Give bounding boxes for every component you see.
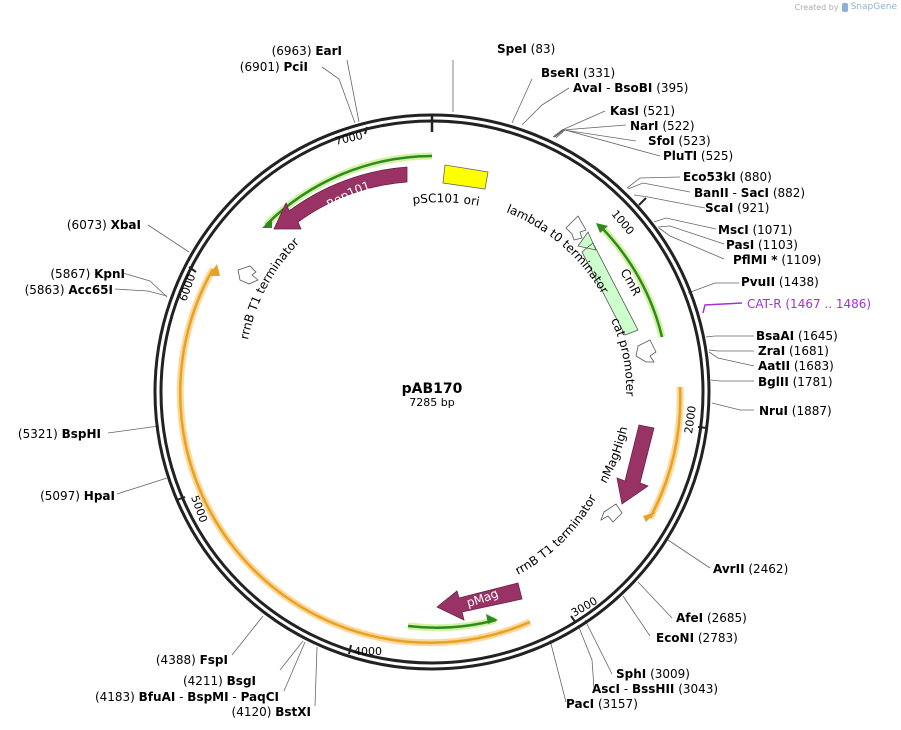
tick-6000 [188, 266, 197, 273]
site-label-HpaI[interactable]: (5097) HpaI [40, 489, 115, 503]
site-label-SpeI[interactable]: SpeI (83) [497, 42, 555, 56]
feature-label-rrnB-terminator-bottom: rrnB T1 terminator [513, 492, 599, 578]
site-label-ZraI[interactable]: ZraI (1681) [758, 344, 829, 358]
feature-label-nMagHigh1: nMagHigh1 [0, 0, 630, 485]
orf-arrow-icon [643, 512, 656, 522]
feature-rrnB-terminator-left-icon[interactable] [237, 265, 259, 285]
orf-green-bottom-arrow-icon [486, 614, 498, 624]
orf-arc-right-line [648, 386, 682, 519]
tick-label-2000: 2000 [682, 405, 699, 435]
site-label-PasI[interactable]: PasI (1103) [726, 238, 798, 252]
tick-7000 [364, 126, 368, 135]
orf-arc-left [176, 267, 532, 647]
site-label-NarI[interactable]: NarI (522) [630, 119, 695, 133]
feature-nMagHigh1[interactable] [616, 424, 655, 505]
feature-cat-promoter-icon[interactable] [635, 339, 657, 363]
tick-label-1000: 1000 [609, 208, 637, 238]
site-label-MscI[interactable]: MscI (1071) [718, 223, 792, 237]
orf-arrow-start-icon [208, 264, 220, 276]
site-label-PluTI[interactable]: PluTI (525) [663, 149, 733, 163]
site-label-PflMI[interactable]: PflMI * (1109) [733, 253, 821, 267]
plasmid-name: pAB170 [402, 381, 463, 397]
orf-arc-left-line [178, 268, 531, 645]
site-label-PvuII[interactable]: PvuII (1438) [741, 275, 819, 289]
feature-Rep101[interactable] [273, 166, 408, 230]
site-label-Acc65I[interactable]: (5863) Acc65I [25, 283, 113, 297]
site-label-SphI[interactable]: SphI (3009) [616, 667, 690, 681]
site-label-FspI[interactable]: (4388) FspI [156, 653, 228, 667]
feature-label-pSC101-ori: pSC101 ori [412, 191, 481, 209]
ruler-ticks [176, 126, 708, 655]
credit-brand: SnapGene [850, 2, 897, 12]
site-label-AvrII[interactable]: AvrII (2462) [713, 562, 788, 576]
orf-green-top-arrow-icon [262, 218, 272, 228]
tick-label-4000: 4000 [354, 645, 382, 658]
feature-lambda-t0-terminator-icon[interactable] [565, 215, 587, 241]
tick-4000 [348, 644, 352, 655]
site-label-BspHI[interactable]: (5321) BspHI [18, 427, 101, 441]
site-label-AatII[interactable]: AatII (1683) [758, 359, 834, 373]
site-label-BsaAI[interactable]: BsaAI (1645) [756, 329, 838, 343]
credit-prefix: Created by [794, 2, 839, 12]
site-label-SfoI[interactable]: SfoI (523) [648, 134, 711, 148]
site-label-XbaI[interactable]: (6073) XbaI [67, 218, 141, 232]
feature-rrnB-terminator-bottom-icon[interactable] [600, 503, 623, 523]
feature-CmR[interactable] [577, 231, 639, 336]
site-label-AvaI-BsoBI[interactable]: AvaI - BsoBI (395) [573, 81, 688, 95]
site-label-AfeI[interactable]: AfeI (2685) [676, 611, 747, 625]
site-label-PacI[interactable]: PacI (3157) [566, 697, 638, 711]
primer-CAT-R-mark [702, 302, 743, 314]
site-label-ScaI[interactable]: ScaI (921) [705, 201, 769, 215]
backbone-outer-strand [153, 113, 711, 671]
site-label-BsgI[interactable]: (4211) BsgI [183, 674, 256, 688]
feature-pMag[interactable] [436, 582, 523, 621]
orf-green-right-line [599, 225, 664, 338]
plasmid-length: 7285 bp [409, 396, 454, 409]
site-label-EarI[interactable]: (6963) EarI [272, 44, 342, 58]
restriction-site-labels: SpeI (83) BseRI (331)AvaI - BsoBI (395) Ka… [18, 42, 871, 719]
snapgene-logo-icon [841, 2, 848, 12]
site-label-BfuAI-BspMI-PaqCI[interactable]: (4183) BfuAI - BspMI - PaqCI [95, 690, 279, 704]
tick-5000 [176, 496, 186, 501]
site-label-CAT-R[interactable]: CAT-R (1467 .. 1486) [747, 297, 871, 311]
feature-label-rrnB-terminator-left: rrnB T1 terminator [237, 235, 302, 341]
site-leader-lines [107, 59, 755, 707]
site-label-NruI[interactable]: NruI (1887) [759, 404, 832, 418]
tick-3000 [570, 615, 577, 624]
site-label-PciI[interactable]: (6901) PciI [240, 60, 308, 74]
tick-2000 [697, 426, 708, 429]
site-label-KpnI[interactable]: (5867) KpnI [50, 267, 125, 281]
site-label-Eco53kI[interactable]: Eco53kI (880) [683, 170, 772, 184]
tick-1000 [638, 197, 647, 206]
feature-pSC101-ori[interactable] [442, 164, 489, 190]
site-label-BstXI[interactable]: (4120) BstXI [232, 705, 311, 719]
site-label-EcoNI[interactable]: EcoNI (2783) [656, 631, 738, 645]
site-label-AscI-BssHII[interactable]: AscI - BssHII (3043) [592, 682, 718, 696]
orf-green-right-arrow-icon [596, 223, 608, 233]
site-label-BanII-SacI[interactable]: BanII - SacI (882) [694, 186, 805, 200]
site-label-BseRI[interactable]: BseRI (331) [541, 66, 615, 80]
site-label-KasI[interactable]: KasI (521) [610, 104, 675, 118]
snapgene-credit: Created by SnapGene [795, 2, 897, 12]
site-label-BglII[interactable]: BglII (1781) [758, 375, 833, 389]
tick-label-7000: 7000 [334, 129, 364, 148]
